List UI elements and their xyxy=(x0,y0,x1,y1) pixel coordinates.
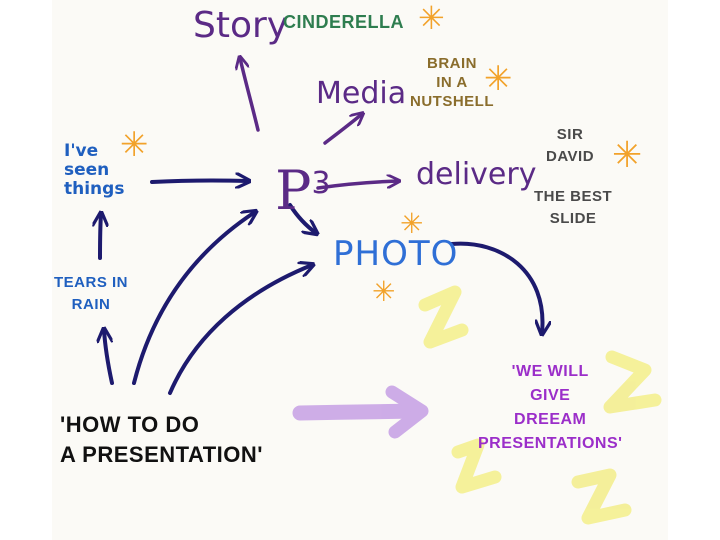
arrow-seen-to-p3 xyxy=(150,180,248,182)
node-cinderella: Cinderella xyxy=(283,12,404,32)
node-media: Media xyxy=(316,76,407,111)
arrow-p3-to-media xyxy=(323,114,362,145)
node-photo: PHOTO xyxy=(333,234,459,274)
lilac-arrow xyxy=(292,385,429,439)
p3-base: P xyxy=(275,159,312,222)
star-icon: ✳ xyxy=(372,275,396,308)
node-tears-in-rain: Tears in Rain xyxy=(54,274,129,313)
node-the-best-slide: The Best Slide xyxy=(534,188,613,227)
node-p3: P3 xyxy=(265,140,331,222)
star-icon: ✳ xyxy=(484,59,513,99)
star-icon: ✳ xyxy=(400,207,424,240)
arrow-p3-to-story xyxy=(240,58,260,132)
star-icon: ✳ xyxy=(418,0,445,37)
node-dream-presentations: 'We will give Dreeam Presentations' xyxy=(478,363,623,452)
node-delivery: delivery xyxy=(416,157,537,192)
arrow-howto-to-tears xyxy=(104,330,114,385)
star-icon: ✳ xyxy=(120,125,149,165)
node-how-to-do-a-presentation: 'How To Do A Presentation' xyxy=(60,412,263,467)
node-sir-david: Sir David xyxy=(546,126,595,165)
node-brain-in-a-nutshell: Brain in a Nutshell xyxy=(410,55,494,110)
star-icon: ✳ xyxy=(612,135,643,176)
arrow-photo-to-dream xyxy=(450,241,543,333)
arrow-p3-to-delivery xyxy=(316,181,398,190)
node-story: Story xyxy=(193,5,289,46)
node-ive-seen-things: I've seen things xyxy=(64,141,125,199)
lightning-bolt-icon xyxy=(418,285,662,525)
p3-exponent: 3 xyxy=(311,165,331,201)
mind-map-canvas xyxy=(52,0,668,540)
arrow-howto-to-p3 xyxy=(132,212,255,385)
arrow-p3-to-photo xyxy=(288,203,316,233)
arrow-howto-to-photo xyxy=(168,265,312,395)
arrow-tears-to-seen xyxy=(100,214,101,260)
